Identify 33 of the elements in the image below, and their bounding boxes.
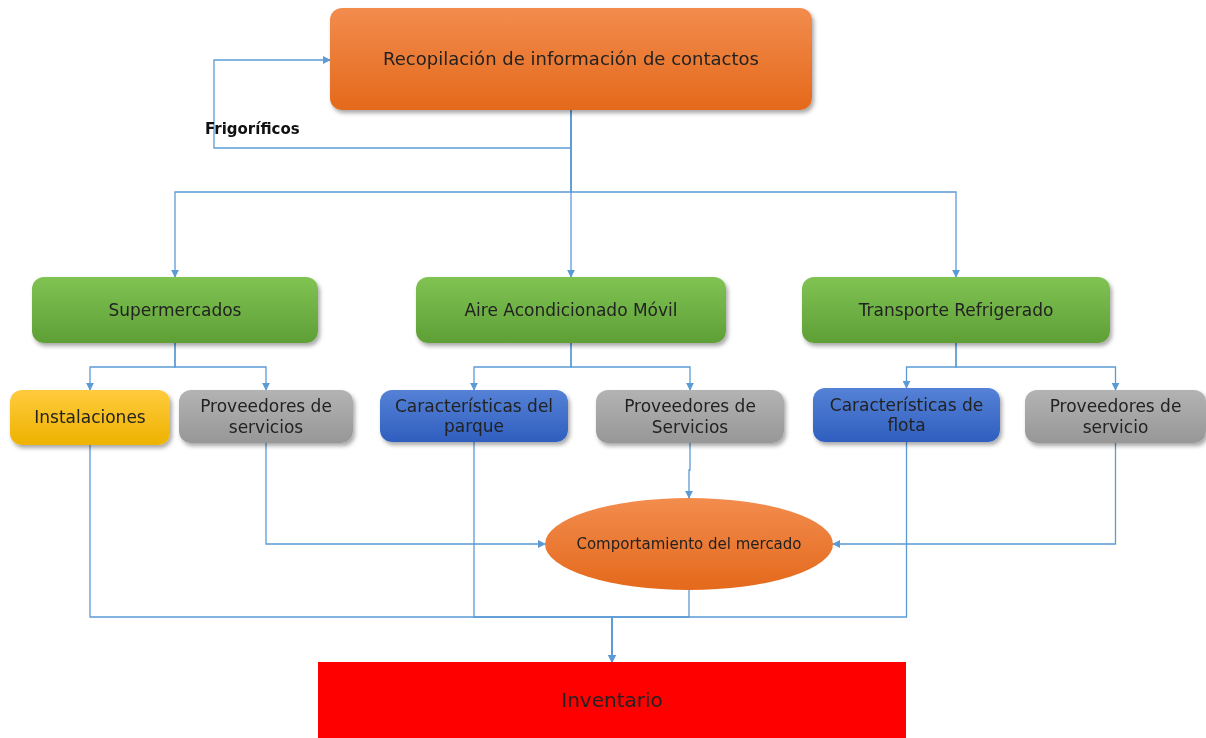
node-label: Proveedores de servicios — [199, 396, 333, 437]
edge-label: Frigoríficos — [205, 120, 300, 138]
connector-arrow — [608, 589, 690, 663]
connector-arrow — [174, 342, 270, 391]
node-label: Proveedores de Servicios — [623, 396, 757, 437]
process-ellipse — [545, 498, 833, 590]
category-box — [416, 277, 726, 343]
category-box — [32, 277, 318, 343]
node-label: Recopilación de información de contactos — [383, 48, 759, 70]
node-label: Supermercados — [108, 299, 242, 321]
item-box — [179, 390, 353, 443]
node-label: Transporte Refrigerado — [858, 299, 1054, 321]
item-box — [380, 390, 568, 442]
connector-arrow — [213, 56, 572, 149]
node-label: Comportamiento del mercado — [576, 535, 802, 553]
node-label: Proveedores de servicio — [1048, 396, 1183, 437]
node-label: Inventario — [561, 688, 663, 712]
node-label: Instalaciones — [34, 407, 146, 428]
category-box — [802, 277, 1110, 343]
item-box — [1025, 390, 1206, 443]
node-label: Características de flota — [828, 394, 985, 436]
connector-arrow — [832, 442, 1117, 548]
item-box — [813, 388, 1000, 442]
process-box — [330, 8, 812, 110]
connector-arrow — [570, 342, 694, 391]
item-box — [596, 390, 784, 443]
connector-arrow — [685, 442, 693, 499]
output-box — [318, 662, 906, 738]
connector-arrow — [265, 442, 546, 548]
node-label: Aire Acondicionado Móvil — [464, 299, 678, 321]
node-label: Características del parque — [393, 395, 555, 437]
connector-arrow — [955, 342, 1120, 391]
item-box — [10, 390, 170, 445]
